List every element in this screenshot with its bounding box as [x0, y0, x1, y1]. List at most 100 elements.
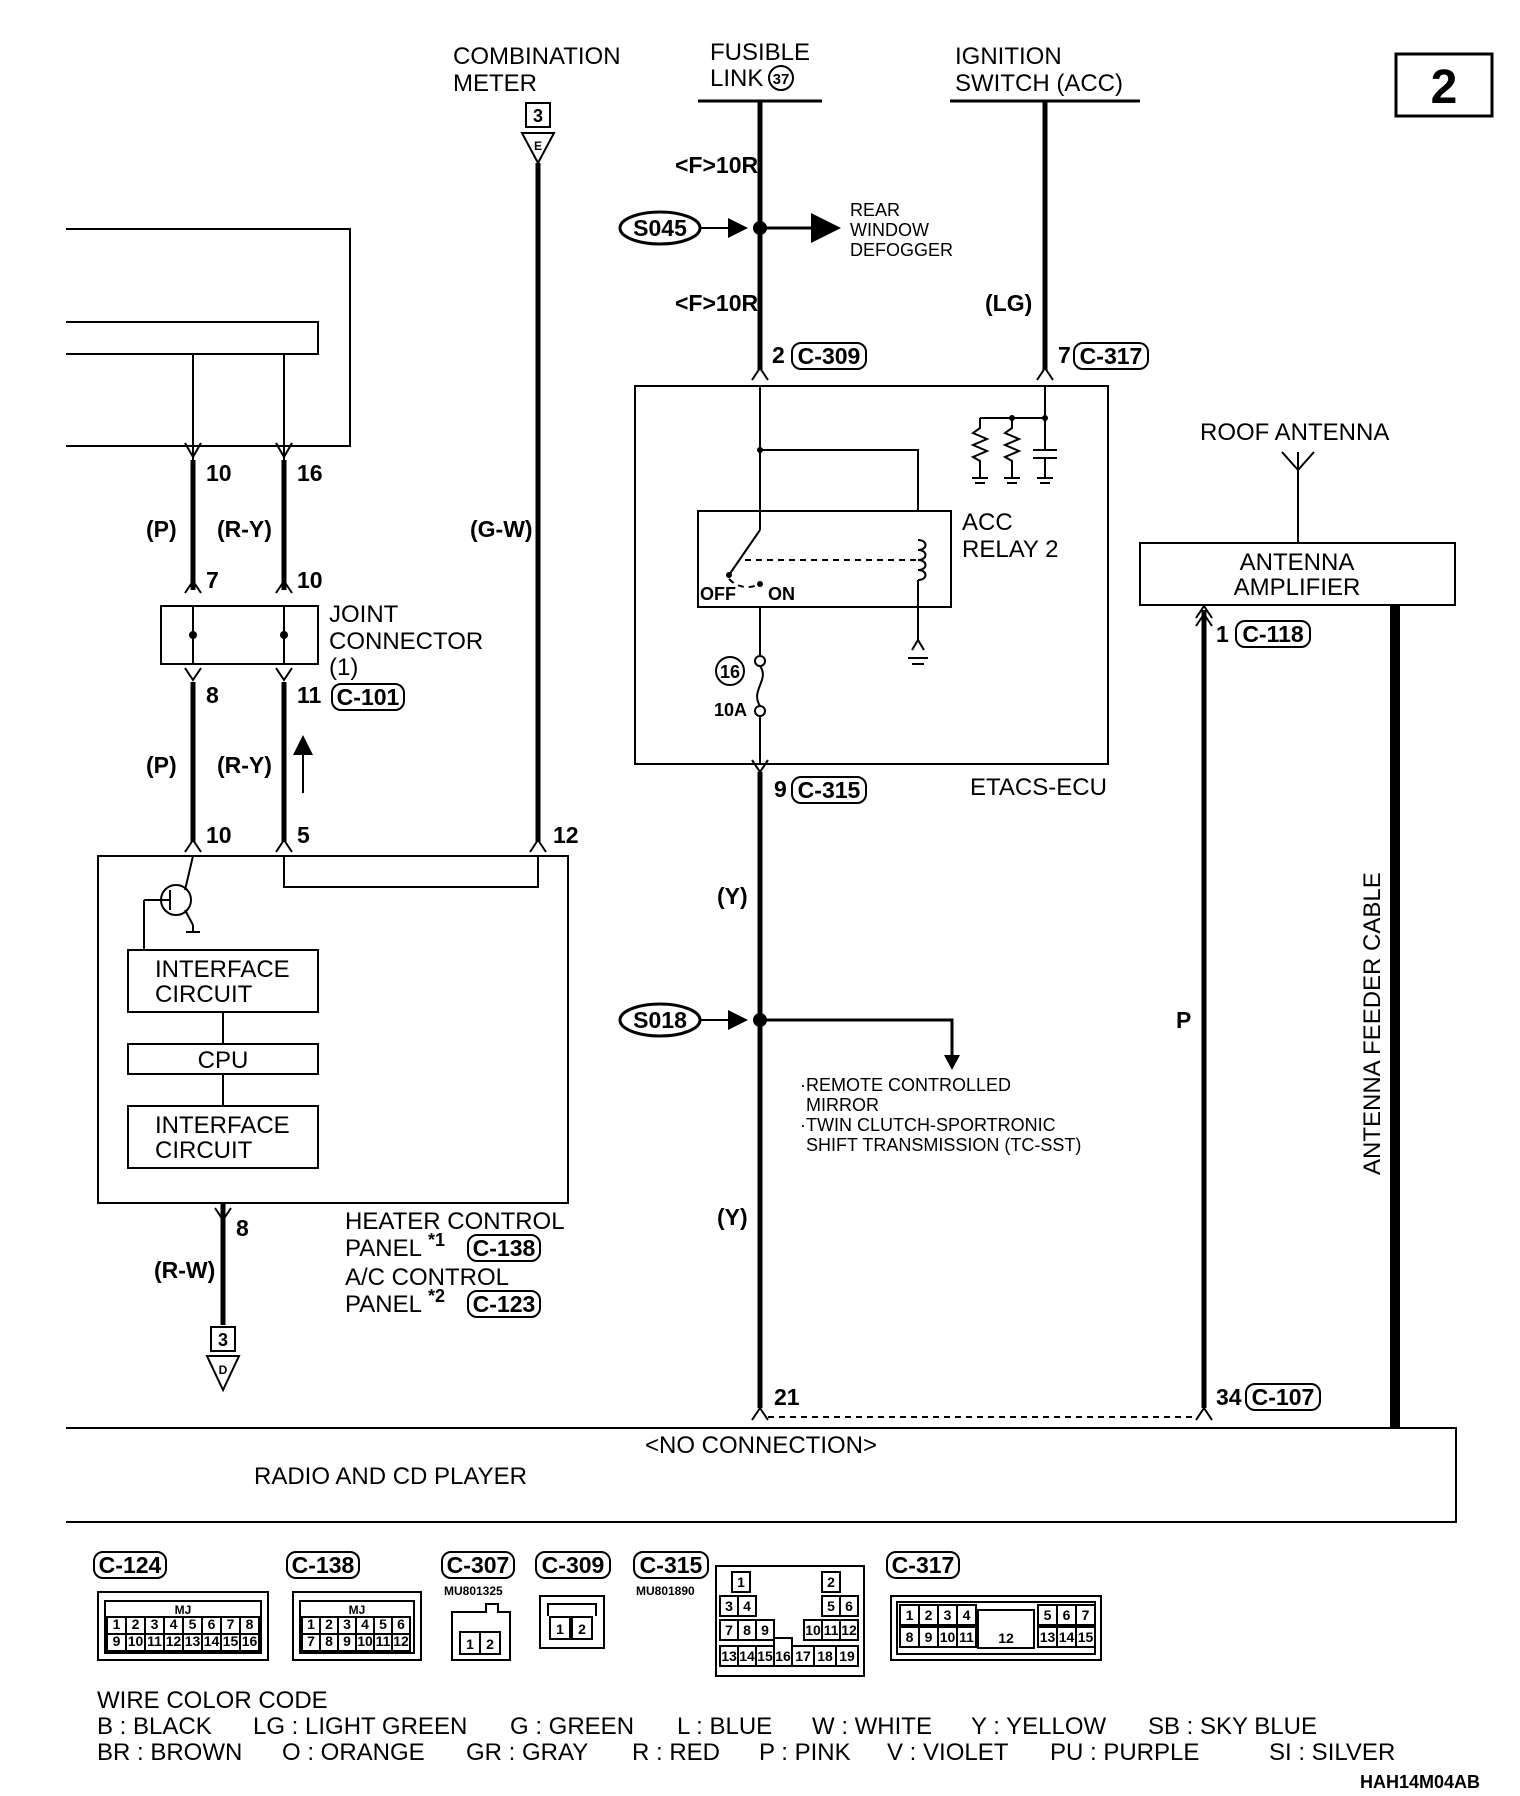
page-number: 2	[1431, 61, 1458, 114]
c124-pin-cell	[239, 1633, 260, 1652]
c138-pin-cell	[391, 1633, 411, 1652]
wire-ry-top: (R-Y)	[217, 516, 272, 542]
c124-pin-number: 9	[113, 1633, 121, 1649]
svg-text:C-101: C-101	[337, 684, 400, 710]
c317-pin-number: 15	[1078, 1629, 1094, 1645]
svg-text:2: 2	[486, 1636, 494, 1652]
wire-f10r-bottom: <F>10R	[675, 290, 758, 316]
svg-text:C-123: C-123	[473, 1291, 536, 1317]
relay-on-label: ON	[768, 584, 795, 604]
connector-view-c309: C-309 1 2	[535, 1551, 611, 1649]
svg-text:C-317: C-317	[892, 1552, 955, 1578]
c317-pin-cell	[977, 1609, 1035, 1649]
pin-16: 16	[297, 460, 323, 486]
wire-y-top: (Y)	[717, 883, 748, 909]
pin-9: 9	[774, 776, 787, 802]
relay-off-label: OFF	[700, 584, 736, 604]
cpu-label: CPU	[198, 1047, 249, 1074]
svg-text:37: 37	[773, 71, 790, 88]
antenna-amplifier: ANTENNA AMPLIFIER	[1139, 542, 1456, 606]
joint-connector-label-3: (1)	[329, 654, 358, 681]
c315-pin-number: 16	[775, 1648, 791, 1664]
fuse-rating: 10A	[714, 700, 747, 720]
c138-pin-number: 1	[307, 1616, 315, 1632]
no-connection-label: <NO CONNECTION>	[645, 1432, 877, 1459]
c124-pin-number: 16	[242, 1633, 258, 1649]
upper-left-harness	[66, 228, 351, 594]
remote-note-2: MIRROR	[806, 1095, 879, 1115]
c124-pin-number: 15	[223, 1633, 239, 1649]
color-code-entry: O : ORANGE	[282, 1739, 425, 1766]
color-code-entry: PU : PURPLE	[1050, 1739, 1199, 1766]
c315-pin-cell	[839, 1619, 859, 1641]
c315-pin-number: 19	[839, 1648, 855, 1664]
svg-text:LINK: LINK	[710, 65, 763, 92]
etacs-ecu-box: OFF ON ACC RELAY 2 16 10A ETACS-ECU	[634, 385, 1109, 801]
color-code-entry: R : RED	[632, 1739, 720, 1766]
c317-pin-cell	[956, 1626, 977, 1648]
c315-pin-number: 15	[757, 1648, 773, 1664]
remote-note-3: ·TWIN CLUTCH-SPORTRONIC	[800, 1115, 1056, 1135]
c138-pin-number: 7	[307, 1633, 315, 1649]
acc-relay-label-2: RELAY 2	[962, 536, 1059, 563]
svg-text:A/C CONTROL: A/C CONTROL	[345, 1264, 509, 1291]
connector-tag-c315: C-315	[791, 776, 867, 804]
c124-pin-number: 6	[208, 1616, 216, 1632]
c124-pin-number: 7	[227, 1616, 235, 1632]
c315-pin-cell	[821, 1571, 841, 1593]
color-code-entry: SB : SKY BLUE	[1148, 1713, 1317, 1740]
c317-pin-number: 3	[944, 1607, 952, 1623]
color-code-title: WIRE COLOR CODE	[97, 1687, 328, 1714]
wire-p-bottom: (P)	[146, 752, 177, 778]
svg-text:MU801890: MU801890	[636, 1584, 695, 1598]
color-code-entry: P : PINK	[759, 1739, 851, 1766]
joint-connector-label-1: JOINT	[329, 601, 399, 628]
pin-10-panel: 10	[206, 822, 232, 848]
color-code-entry: BR : BROWN	[97, 1739, 242, 1766]
control-panel-box: INTERFACE CIRCUIT CPU INTERFACE CIRCUIT	[97, 838, 569, 1204]
ignition-switch-source: IGNITION SWITCH (ACC)	[950, 43, 1140, 103]
c317-pin-cell	[956, 1604, 977, 1626]
svg-text:E: E	[534, 139, 542, 153]
connector-tag-c118: C-118	[1235, 620, 1311, 648]
c315-pin-number: 6	[845, 1598, 853, 1614]
color-code-entry: SI : SILVER	[1269, 1739, 1395, 1766]
wire-y-bottom: (Y)	[717, 1204, 748, 1230]
c124-pin-number: 12	[166, 1633, 182, 1649]
svg-text:IGNITION: IGNITION	[955, 43, 1062, 70]
c317-pin-number: 10	[940, 1629, 956, 1645]
fusible-link-source: FUSIBLE LINK 37	[698, 39, 822, 103]
rear-defogger-1: REAR	[850, 200, 900, 220]
roof-antenna: ROOF ANTENNA	[1200, 419, 1389, 543]
c138-pin-number: 8	[325, 1633, 333, 1649]
svg-text:MU801325: MU801325	[444, 1584, 503, 1598]
c138-pin-number: 6	[397, 1616, 405, 1632]
c124-pin-number: 14	[204, 1633, 220, 1649]
svg-text:SWITCH (ACC): SWITCH (ACC)	[955, 70, 1123, 97]
connector-tag-c317: C-317	[1073, 342, 1149, 370]
c124-pin-number: 8	[246, 1616, 254, 1632]
pin-10-joint: 10	[297, 567, 323, 593]
wire-lg: (LG)	[985, 290, 1032, 316]
combination-meter-label-2: METER	[453, 70, 537, 97]
c138-pin-number: 9	[343, 1633, 351, 1649]
color-code-entry: Y : YELLOW	[971, 1713, 1107, 1740]
svg-text:C-138: C-138	[473, 1235, 536, 1261]
c315-pin-number: 2	[827, 1574, 835, 1590]
c317-pin-number: 12	[998, 1630, 1014, 1646]
rear-defogger-2: WINDOW	[850, 220, 929, 240]
c315-pin-cell	[835, 1645, 859, 1667]
svg-text:3: 3	[533, 106, 543, 126]
c317-pin-cell	[1075, 1604, 1096, 1626]
interface-circuit-2-label-2: CIRCUIT	[155, 1137, 253, 1164]
svg-text:S045: S045	[633, 215, 687, 241]
c317-pin-number: 6	[1063, 1607, 1071, 1623]
c315-pin-number: 1	[737, 1574, 745, 1590]
c317-pin-number: 11	[959, 1629, 974, 1645]
wire-gw: (G-W)	[470, 516, 533, 542]
c124-pin-number: 2	[132, 1616, 140, 1632]
color-code-entry: B : BLACK	[97, 1713, 212, 1740]
